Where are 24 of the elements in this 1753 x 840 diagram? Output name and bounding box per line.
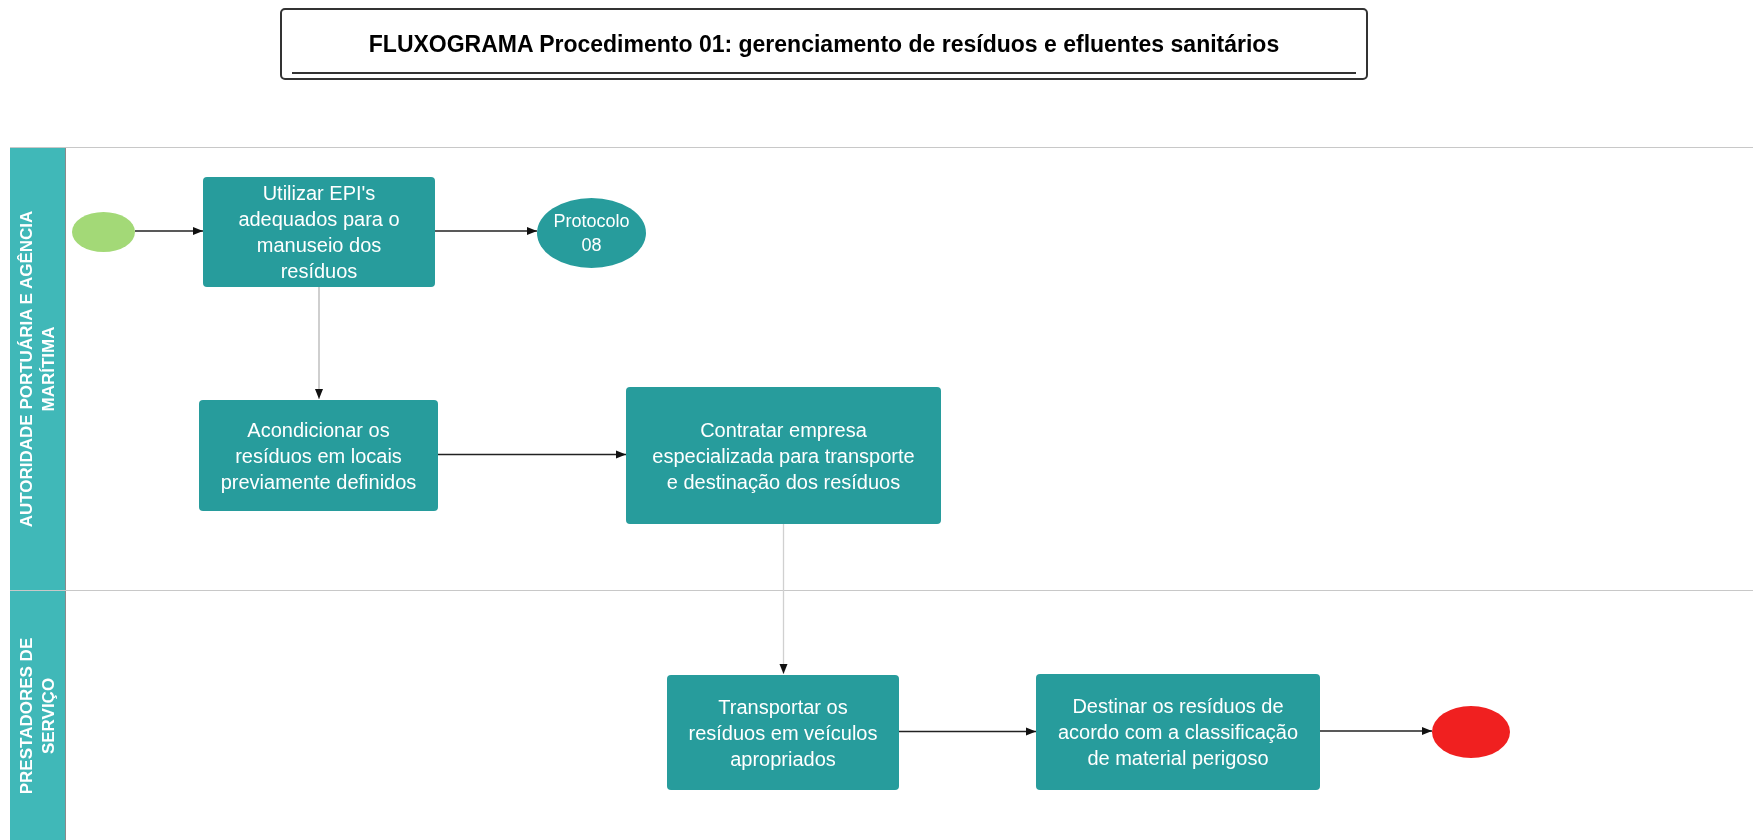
process-label: Contratar empresa especializada para transporte e destinação dos resíduos (651, 417, 916, 495)
arrow (779, 522, 788, 675)
process-box (199, 400, 438, 511)
arrow (134, 227, 204, 235)
process-box (667, 675, 899, 790)
title: FLUXOGRAMA Procedimento 01: gerenciamento de resíduos e efluentes sanitários (368, 29, 1280, 59)
arrow (1319, 727, 1433, 735)
process-label: Acondicionar os resíduos em locais previamente definidos (219, 417, 418, 495)
arrow (898, 727, 1037, 736)
arrow (434, 227, 538, 235)
swimlane (10, 590, 1753, 840)
process-label: Destinar os resíduos de acordo com a classificação de material perigoso (1056, 694, 1300, 771)
process-label: Utilizar EPI's adequados para o manuseio dos resíduos (237, 181, 401, 284)
process-box (203, 177, 435, 287)
swimlane (10, 147, 1753, 590)
process-box (1036, 674, 1320, 790)
lane-label: AUTORIDADE PORTUÁRIA E AGÊNCIA MARÍTIMA (15, 209, 59, 530)
process-box (626, 387, 941, 524)
circle-shape (72, 212, 135, 252)
process-label: Transportar os resíduos em veículos apropriados (687, 694, 879, 772)
arrow (315, 285, 323, 400)
lane-label: PRESTADORES DE SERVIÇO (15, 636, 59, 796)
arrow (437, 450, 627, 459)
ellipse-label: Protocolo 08 (552, 210, 631, 257)
